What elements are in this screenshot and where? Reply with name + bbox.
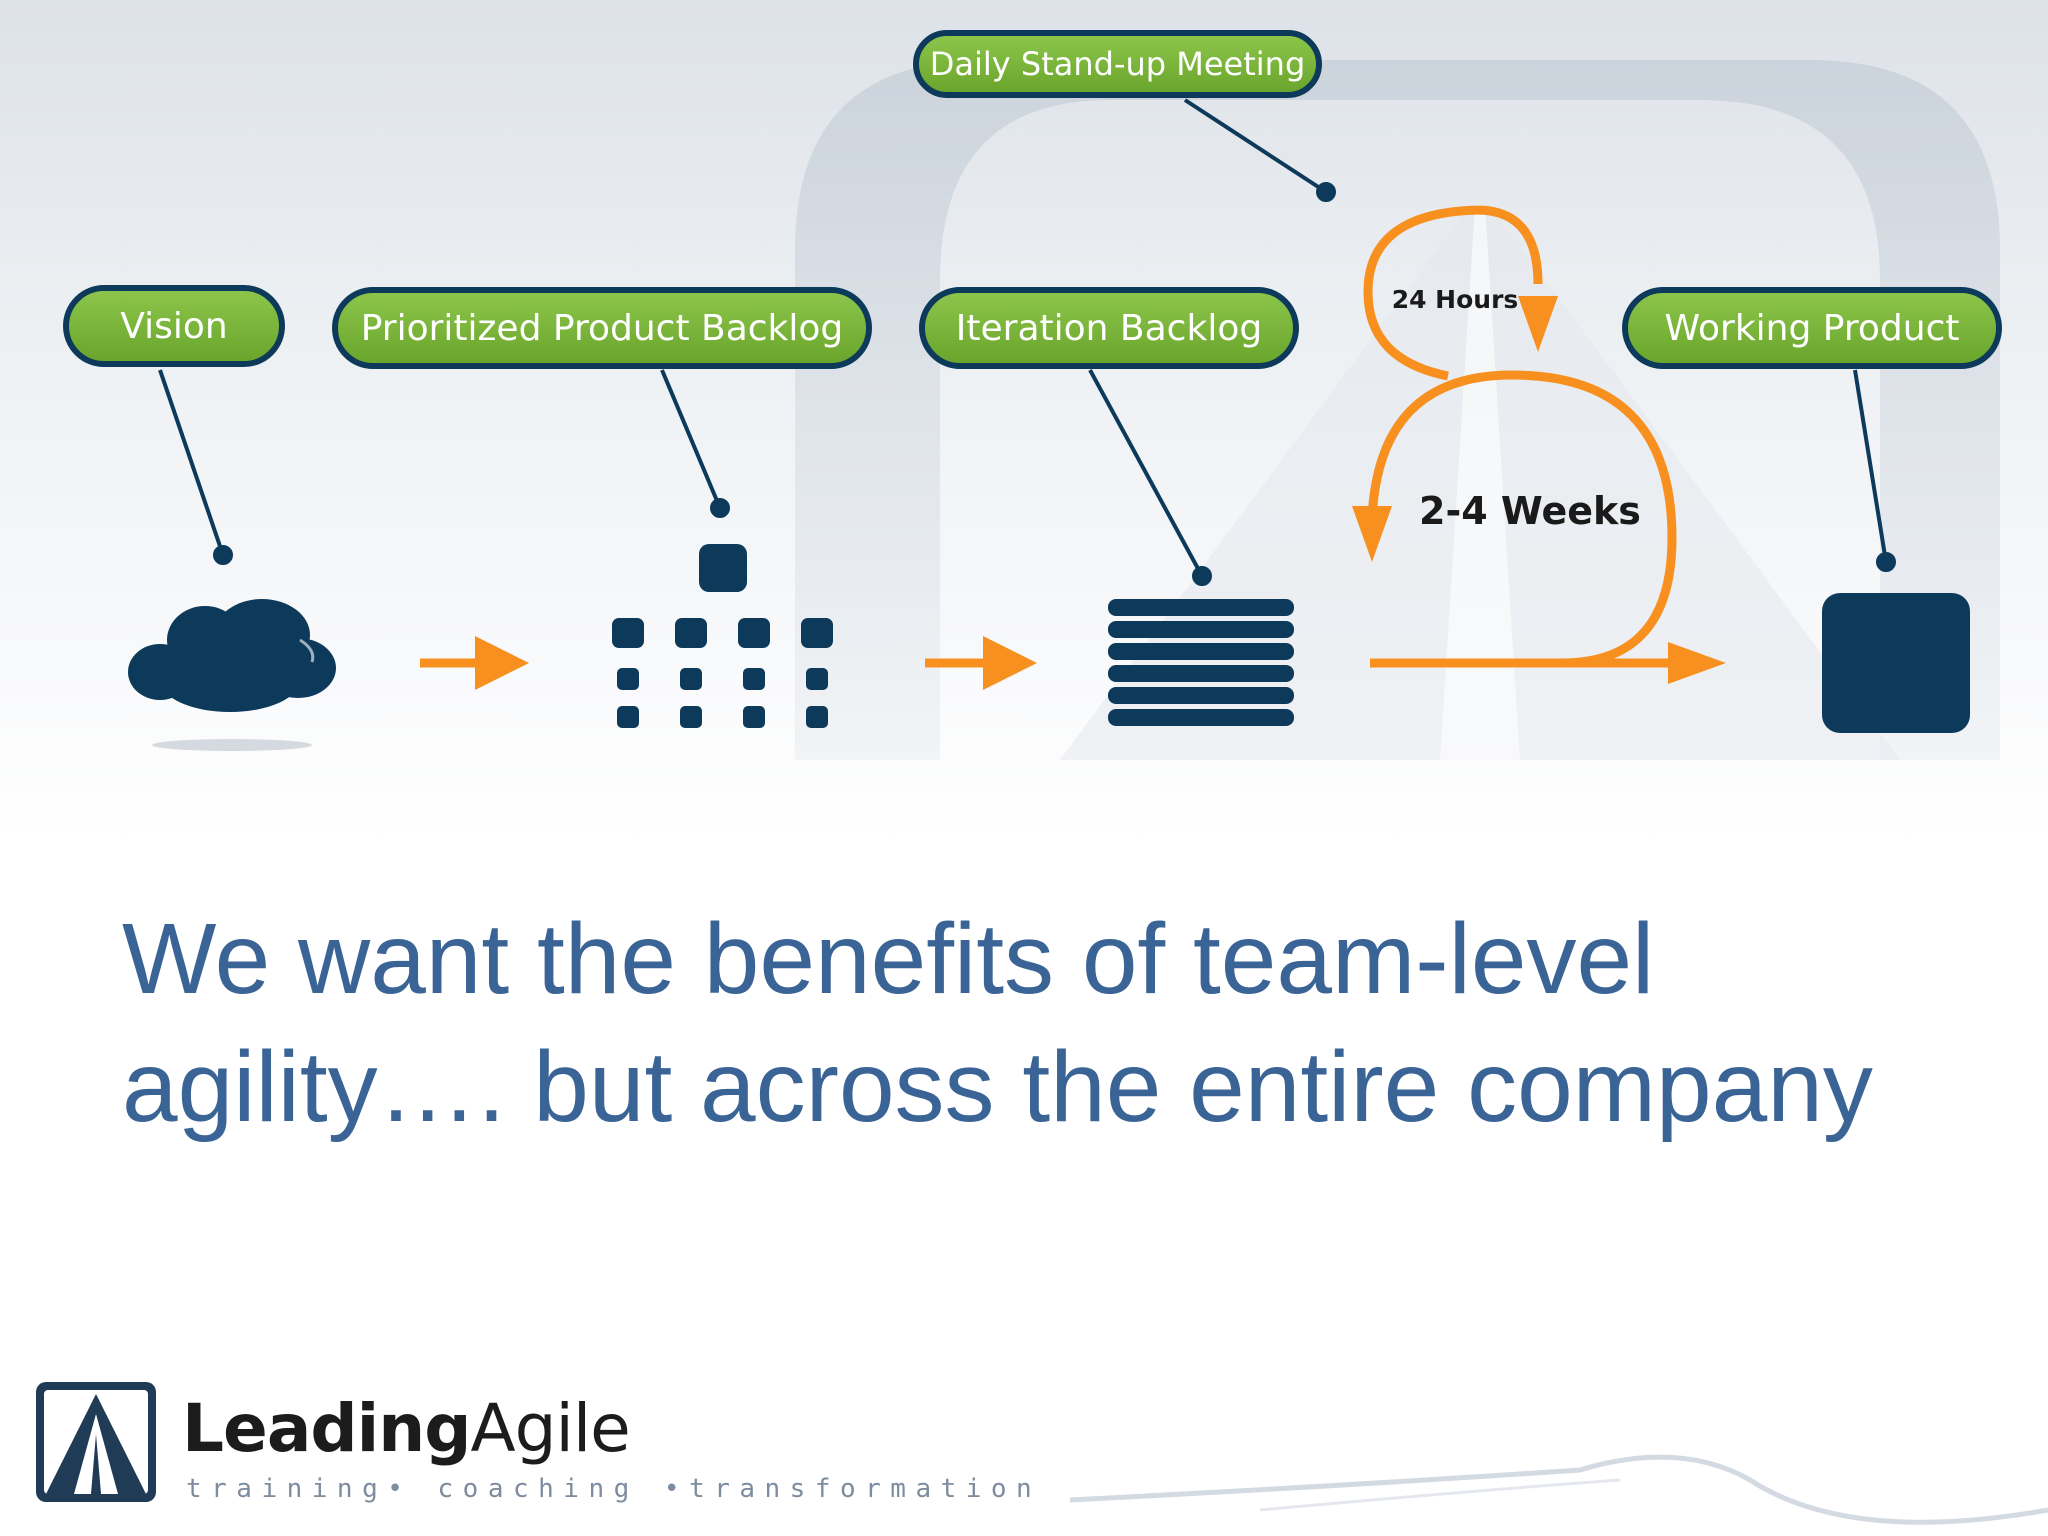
logo-name-agile: Agile [470, 1390, 630, 1467]
background-arch [795, 60, 2000, 760]
cycle-arrow-icon [1363, 205, 1677, 668]
leadingagile-logo-icon [36, 1382, 156, 1502]
logo-tagline: training• coaching •transformation [186, 1474, 1042, 1504]
daily-standup-label: Daily Stand-up Meeting [913, 30, 1322, 98]
cycle-arrowheads [1352, 296, 1726, 684]
iteration-backlog-label: Iteration Backlog [919, 287, 1299, 369]
working-product-label: Working Product [1622, 287, 2002, 369]
stacked-list-icon [1108, 599, 1294, 726]
square-product-icon [1822, 593, 1970, 733]
headline: We want the benefits of team-level agili… [122, 895, 2002, 1151]
scrum-process-diagram: 24 Hours 2-4 Weeks [128, 60, 2000, 760]
decorative-swoosh [1069, 1454, 2048, 1525]
iteration-cycle-label: 2-4 Weeks [1419, 489, 1641, 533]
prioritized-backlog-label: Prioritized Product Backlog [332, 287, 872, 369]
connector-lines [158, 98, 1896, 586]
daily-cycle-label: 24 Hours [1392, 285, 1519, 314]
cloud-icon [128, 599, 336, 751]
headline-line-2: agility…. but across the entire company [122, 1031, 1873, 1143]
logo-wordmark: LeadingAgile [182, 1390, 631, 1467]
logo-name-leading: Leading [182, 1390, 471, 1467]
headline-line-1: We want the benefits of team-level [122, 903, 1655, 1015]
vision-label: Vision [63, 285, 285, 367]
backlog-grid-icon [612, 544, 833, 728]
